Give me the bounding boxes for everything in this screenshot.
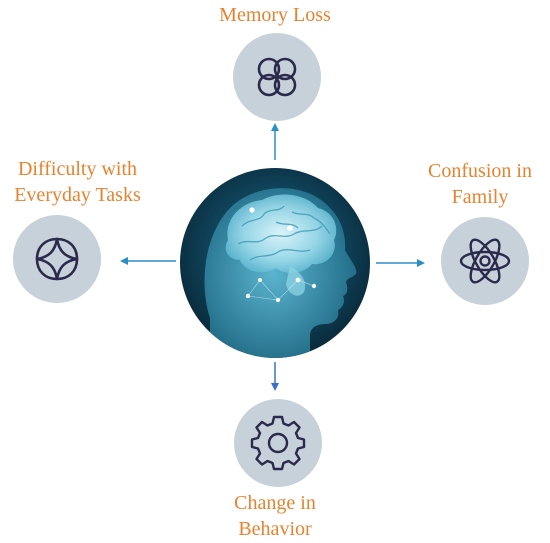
rounded-diamond-icon bbox=[35, 237, 79, 281]
confusion-in-family-label: Confusion in Family bbox=[428, 160, 532, 208]
atom-icon bbox=[459, 238, 511, 284]
change-in-behavior-node bbox=[234, 399, 322, 487]
difficulty-everyday-tasks-label: Difficulty with Everyday Tasks bbox=[14, 158, 141, 206]
four-petal-icon bbox=[257, 57, 297, 97]
memory-loss-label: Memory Loss bbox=[219, 4, 331, 26]
memory-loss-node bbox=[233, 33, 321, 121]
change-in-behavior-label: Change in Behavior bbox=[234, 492, 316, 540]
confusion-in-family-node bbox=[441, 217, 529, 305]
gear-icon bbox=[250, 415, 306, 471]
brain-head-icon bbox=[180, 168, 370, 358]
difficulty-everyday-tasks-node bbox=[13, 215, 101, 303]
